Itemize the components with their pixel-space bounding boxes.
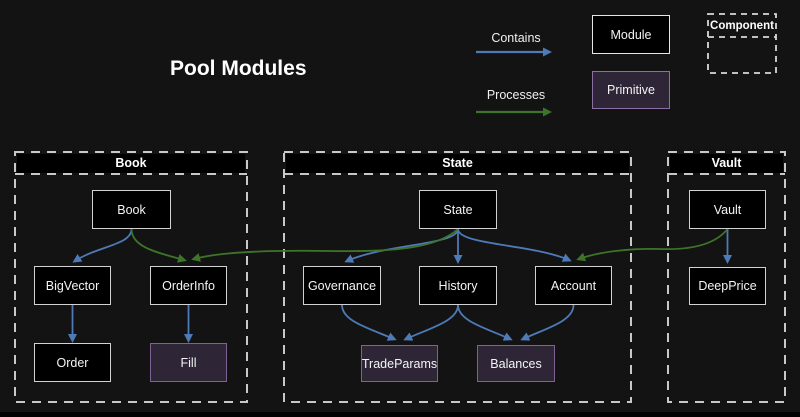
module-legend-box: Module bbox=[592, 15, 670, 54]
node-account: Account bbox=[535, 266, 612, 305]
state-container-title: State bbox=[284, 153, 631, 173]
component-legend-label: Component bbox=[706, 15, 778, 36]
node-balances: Balances bbox=[477, 345, 555, 382]
vault-container-title: Vault bbox=[668, 153, 785, 173]
edge-contains-governance-tradeparams bbox=[342, 305, 394, 339]
node-book: Book bbox=[92, 190, 171, 229]
node-history: History bbox=[419, 266, 497, 305]
book-container-title: Book bbox=[15, 153, 247, 173]
node-orderinfo: OrderInfo bbox=[150, 266, 227, 305]
node-state: State bbox=[419, 190, 497, 229]
node-governance: Governance bbox=[303, 266, 381, 305]
edge-processes-vault-account bbox=[579, 229, 728, 259]
edge-contains-account-balances bbox=[523, 305, 574, 339]
node-fill: Fill bbox=[150, 343, 227, 382]
contains-legend-label: Contains bbox=[476, 31, 556, 45]
edge-contains-history-tradeparams bbox=[406, 305, 458, 339]
node-deepprice: DeepPrice bbox=[689, 267, 766, 305]
page-title: Pool Modules bbox=[170, 57, 307, 81]
edge-contains-book-bigvector bbox=[75, 229, 132, 261]
edge-processes-book-orderinfo bbox=[132, 229, 185, 260]
primitive-legend-box: Primitive bbox=[592, 71, 670, 109]
node-tradeparams: TradeParams bbox=[361, 345, 438, 382]
edge-contains-state-governance bbox=[347, 229, 458, 261]
node-bigvector: BigVector bbox=[34, 266, 111, 305]
processes-legend-label: Processes bbox=[476, 88, 556, 102]
edge-contains-state-account bbox=[458, 229, 569, 260]
edge-contains-history-balances bbox=[458, 305, 510, 339]
node-vault: Vault bbox=[689, 190, 766, 229]
node-order: Order bbox=[34, 343, 111, 382]
window-bottom-edge bbox=[0, 412, 800, 417]
